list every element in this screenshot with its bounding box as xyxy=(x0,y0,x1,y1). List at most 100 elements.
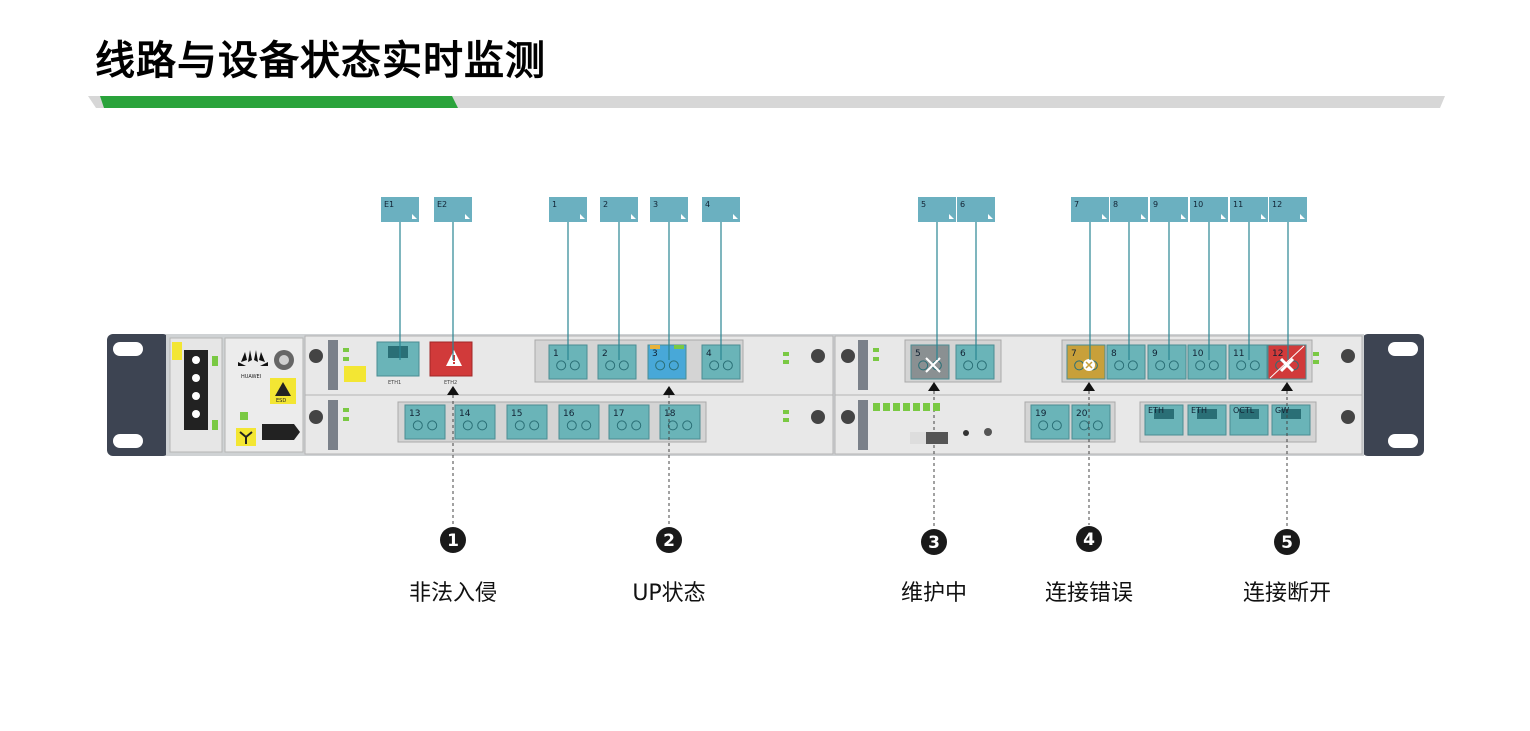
port-number: 11 xyxy=(1233,349,1244,359)
callout-4: 4 xyxy=(1076,526,1102,552)
port-tag-label: 10 xyxy=(1193,200,1203,209)
eth-port-label: OCTL xyxy=(1233,406,1255,415)
port-number: 3 xyxy=(652,349,658,359)
eth-port-3[interactable]: GW xyxy=(1271,404,1311,436)
port-number: 20 xyxy=(1076,409,1088,419)
port-6[interactable]: 6 xyxy=(955,344,995,380)
port-number: 15 xyxy=(511,409,522,419)
port-number: 14 xyxy=(459,409,471,419)
port-tag-label: 9 xyxy=(1153,200,1158,209)
eth1-port[interactable] xyxy=(376,341,420,377)
callout-label-1: 非法入侵 xyxy=(408,581,497,606)
disconnect-x-icon xyxy=(1269,345,1305,379)
port-tag-4[interactable]: 4 xyxy=(702,197,740,222)
memory-card-slot xyxy=(262,424,300,440)
port-9[interactable]: 9 xyxy=(1147,344,1187,380)
callout-5: 5 xyxy=(1274,529,1300,555)
port-tag-label: 2 xyxy=(603,200,608,209)
error-circle-icon xyxy=(1083,359,1095,371)
eth-port-label: GW xyxy=(1275,406,1289,415)
port-tag-11[interactable]: 11 xyxy=(1230,197,1268,222)
port-number: 9 xyxy=(1152,349,1158,359)
callouts-layer: 1 2 3 4 5 xyxy=(440,382,1300,555)
callout-marker xyxy=(1083,382,1095,391)
port-tag-label: E2 xyxy=(437,200,447,209)
port-tag-5[interactable]: 5 xyxy=(918,197,956,222)
eth-port-label: ETH xyxy=(1191,406,1207,415)
rack-ear-right xyxy=(1362,334,1424,456)
port-20[interactable]: 20 xyxy=(1071,404,1111,440)
eth-port-2[interactable]: OCTL xyxy=(1229,404,1269,436)
logo-text: HUAWEI xyxy=(241,374,261,380)
lamp-button[interactable] xyxy=(984,428,992,436)
callout-label-3: 维护中 xyxy=(900,581,967,606)
screw-icons xyxy=(309,349,1355,424)
tools-icon xyxy=(925,357,941,373)
port-tag-label: 7 xyxy=(1074,200,1079,209)
port-number: 6 xyxy=(960,349,966,359)
port-number: 17 xyxy=(613,409,624,419)
port-10[interactable]: 10 xyxy=(1187,344,1227,380)
port-number: 13 xyxy=(409,409,420,419)
port-tag-2[interactable]: 2 xyxy=(600,197,638,222)
port-tag-10[interactable]: 10 xyxy=(1190,197,1228,222)
eth2-port-intrusion[interactable] xyxy=(429,341,473,377)
port-tag-label: 6 xyxy=(960,200,965,209)
eth1-label: ETH1 xyxy=(388,380,401,386)
port-tag-6[interactable]: 6 xyxy=(957,197,995,222)
title-underline-green xyxy=(100,96,458,108)
port-11[interactable]: 11 xyxy=(1228,344,1268,380)
port-2[interactable]: 2 xyxy=(597,344,637,380)
port-tag-7[interactable]: 7 xyxy=(1071,197,1109,222)
port-number: 18 xyxy=(664,409,676,419)
status-leds xyxy=(343,348,1319,422)
port-tag-9[interactable]: 9 xyxy=(1150,197,1188,222)
callout-label-5: 连接断开 xyxy=(1242,581,1331,606)
port-8[interactable]: 8 xyxy=(1106,344,1146,380)
port-19[interactable]: 19 xyxy=(1030,404,1070,440)
eth-port-0[interactable]: ETH xyxy=(1144,404,1184,436)
port-tag-label: 8 xyxy=(1113,200,1118,209)
callout-number: 1 xyxy=(447,531,459,551)
port-number: 10 xyxy=(1192,349,1204,359)
port-13[interactable]: 13 xyxy=(404,404,446,440)
port-tag-3[interactable]: 3 xyxy=(650,197,688,222)
port-15[interactable]: 15 xyxy=(506,404,548,440)
port-tag-label: E1 xyxy=(384,200,394,209)
control-module: HUAWEI ESD xyxy=(224,337,304,453)
port-tag-label: 3 xyxy=(653,200,658,209)
eth-port-1[interactable]: ETH xyxy=(1187,404,1227,436)
port-number: 1 xyxy=(553,349,559,359)
port-tag-label: 12 xyxy=(1272,200,1282,209)
port-tag-8[interactable]: 8 xyxy=(1110,197,1148,222)
callout-marker xyxy=(928,382,940,391)
port-tag-12[interactable]: 12 xyxy=(1269,197,1307,222)
callout-number: 2 xyxy=(663,531,675,551)
port-17[interactable]: 17 xyxy=(608,404,650,440)
callout-marker xyxy=(663,386,675,395)
port-3[interactable]: 3 xyxy=(647,344,687,380)
port-16[interactable]: 16 xyxy=(558,404,600,440)
callout-label-2: UP状态 xyxy=(632,581,706,606)
eth2-label: ETH2 xyxy=(444,380,457,386)
page-title: 线路与设备状态实时监测 xyxy=(95,38,546,84)
callout-3: 3 xyxy=(921,529,947,555)
callout-marker xyxy=(447,386,459,395)
port-number: 4 xyxy=(706,349,712,359)
hcc-board-leds xyxy=(873,403,940,411)
port-number: 7 xyxy=(1071,349,1077,359)
callout-2: 2 xyxy=(656,527,682,553)
eth-port-label: ETH xyxy=(1148,406,1164,415)
port-tag-E2[interactable]: E2 xyxy=(434,197,472,222)
port-tag-E1[interactable]: E1 xyxy=(381,197,419,222)
port-14[interactable]: 14 xyxy=(454,404,496,440)
port-18[interactable]: 18 xyxy=(659,404,701,440)
rst-button[interactable] xyxy=(963,430,969,436)
callout-number: 4 xyxy=(1083,530,1095,550)
callout-number: 5 xyxy=(1281,533,1293,553)
port-tag-1[interactable]: 1 xyxy=(549,197,587,222)
port-number: 19 xyxy=(1035,409,1047,419)
port-number: 2 xyxy=(602,349,608,359)
